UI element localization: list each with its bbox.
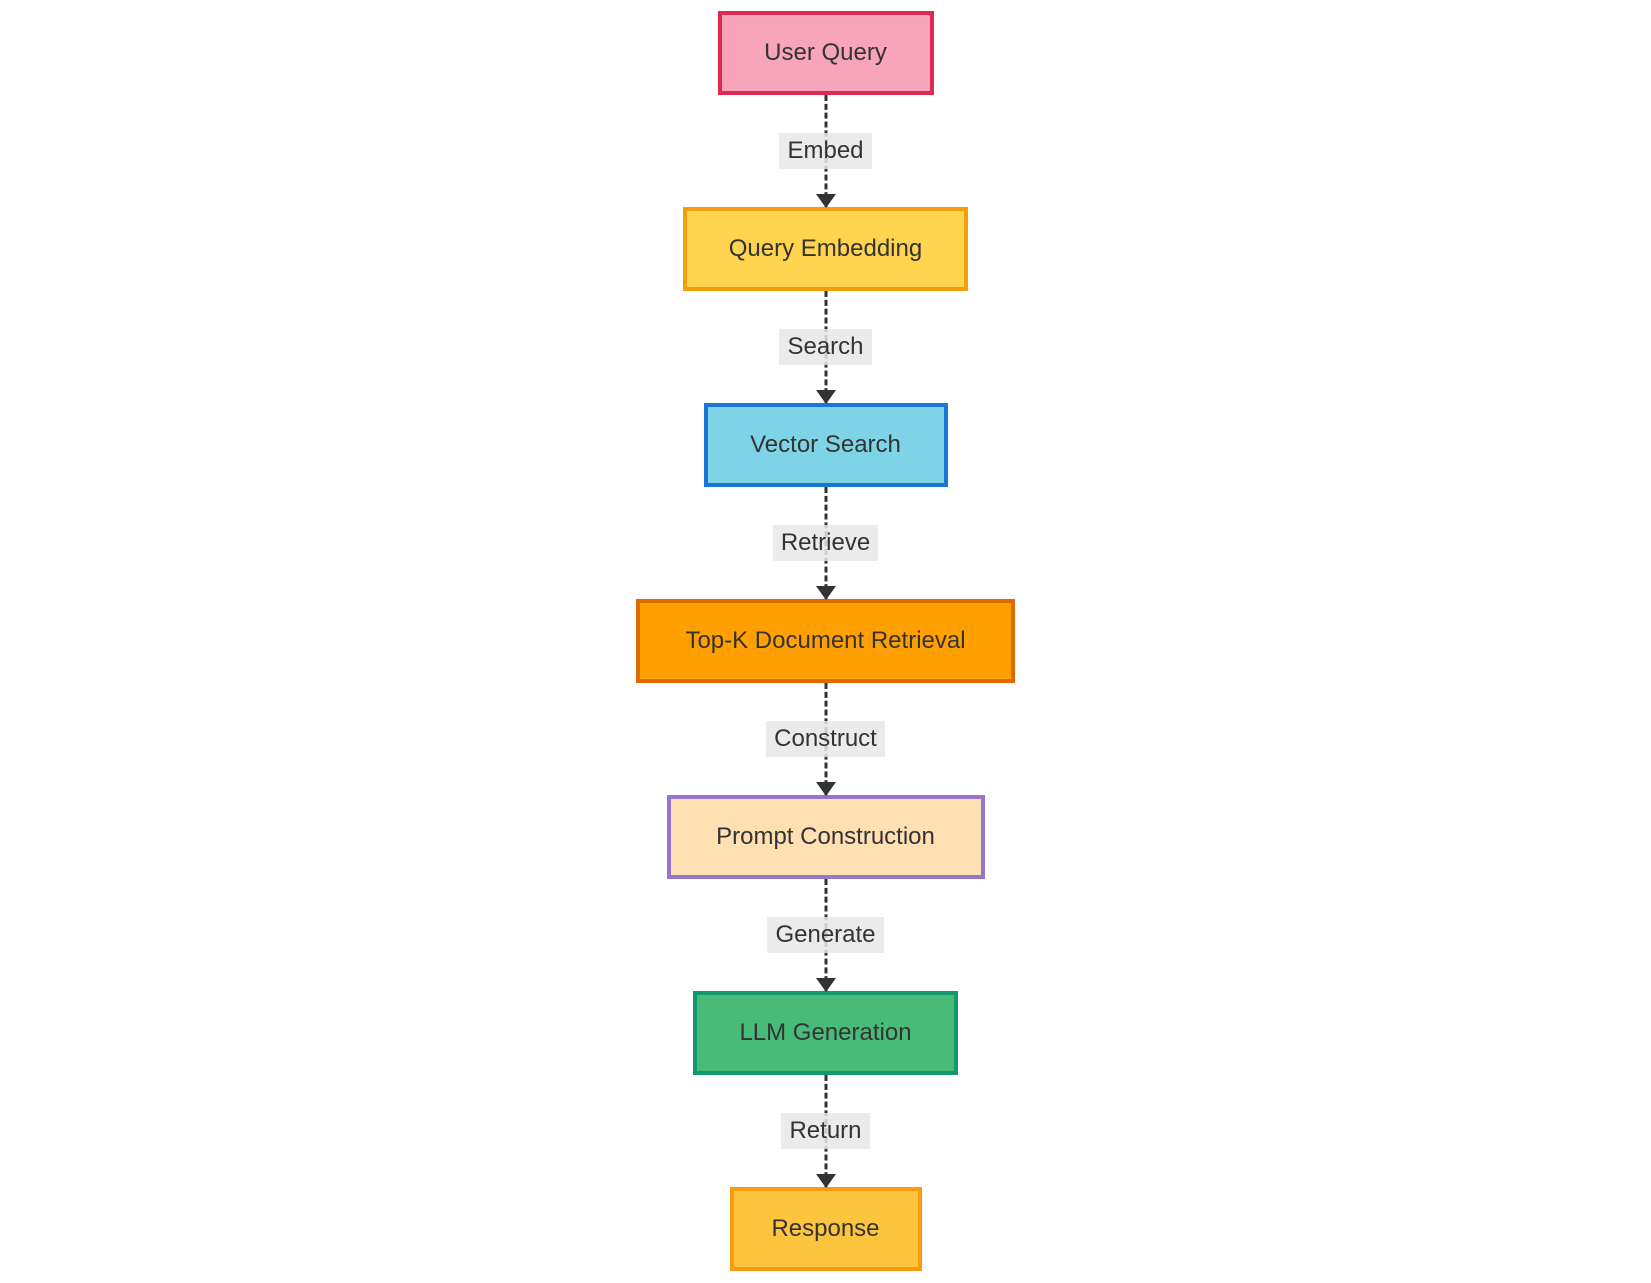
edge-generate: Generate: [0, 879, 1651, 992]
node-label: LLM Generation: [739, 1019, 912, 1046]
arrowhead-icon: [815, 586, 836, 600]
edge-embed: Embed: [0, 95, 1651, 208]
edge-label-return: Return: [781, 1112, 870, 1150]
node-label: Prompt Construction: [716, 823, 935, 850]
node-vector-search: Vector Search: [703, 403, 948, 487]
edge-search: Search: [0, 291, 1651, 404]
edge-label-embed: Embed: [779, 132, 872, 170]
node-label: Vector Search: [750, 431, 901, 458]
edge-label-search: Search: [779, 328, 872, 366]
edge-label-construct: Construct: [766, 720, 885, 758]
edge-construct: Construct: [0, 683, 1651, 796]
flowchart-column: User Query Embed Query Embedding Search …: [0, 11, 1651, 1271]
edge-label-retrieve: Retrieve: [772, 524, 879, 562]
edge-retrieve: Retrieve: [0, 487, 1651, 600]
node-topk-document-retrieval: Top-K Document Retrieval: [636, 599, 1015, 683]
edge-label-generate: Generate: [767, 916, 884, 954]
edge-return: Return: [0, 1075, 1651, 1188]
node-llm-generation: LLM Generation: [693, 991, 958, 1075]
node-label: User Query: [764, 39, 887, 66]
arrowhead-icon: [815, 194, 836, 208]
node-label: Query Embedding: [728, 235, 923, 262]
arrowhead-icon: [815, 1174, 836, 1188]
node-response: Response: [729, 1187, 922, 1271]
arrowhead-icon: [815, 782, 836, 796]
node-query-embedding: Query Embedding: [683, 207, 968, 291]
node-label: Top-K Document Retrieval: [685, 627, 966, 654]
node-label: Response: [771, 1215, 880, 1242]
node-prompt-construction: Prompt Construction: [666, 795, 985, 879]
node-user-query: User Query: [717, 11, 934, 95]
arrowhead-icon: [815, 390, 836, 404]
arrowhead-icon: [815, 978, 836, 992]
